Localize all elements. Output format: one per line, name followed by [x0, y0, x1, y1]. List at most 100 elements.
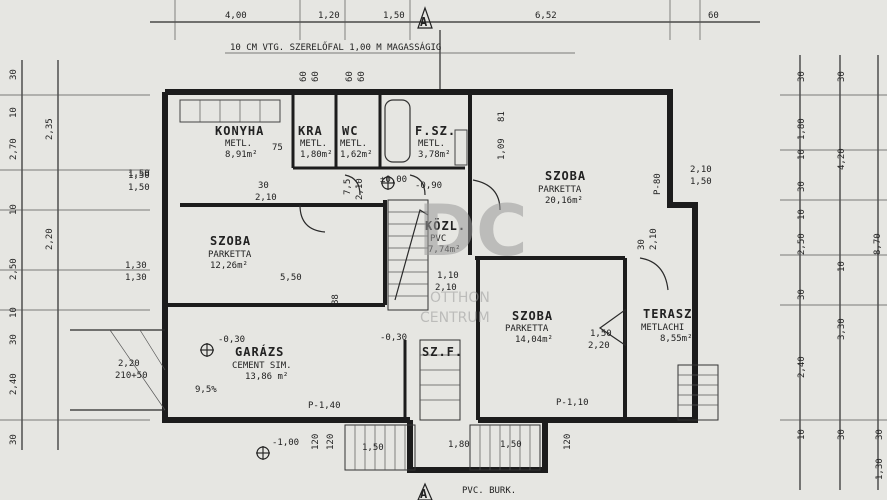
- svg-text:30: 30: [797, 71, 807, 82]
- svg-text:30: 30: [875, 429, 885, 440]
- svg-text:METL.: METL.: [225, 139, 252, 149]
- svg-text:30: 30: [258, 181, 269, 191]
- room-name-room-2: SZOBA: [210, 234, 251, 248]
- svg-text:-0,30: -0,30: [380, 333, 407, 343]
- svg-text:PARKETTA: PARKETTA: [538, 185, 582, 195]
- svg-text:A: A: [420, 15, 428, 29]
- svg-text:1,30: 1,30: [125, 261, 147, 271]
- svg-text:10: 10: [9, 204, 19, 215]
- door-swings: [299, 174, 669, 347]
- watermark-line-1: OTTHON: [430, 290, 490, 306]
- svg-text:PARKETTA: PARKETTA: [505, 324, 549, 334]
- svg-text:75: 75: [272, 143, 283, 153]
- top-dim-5: 60: [708, 11, 719, 21]
- room-name-room-3: SZOBA: [512, 309, 553, 323]
- top-dimension-chain: 4,00 1,20 1,50 6,52 60: [150, 0, 760, 40]
- svg-text:2,10: 2,10: [355, 178, 365, 200]
- svg-text:2,10: 2,10: [435, 283, 457, 293]
- svg-text:7,74m²: 7,74m²: [428, 245, 461, 255]
- svg-text:10: 10: [9, 307, 19, 318]
- svg-text:4,20: 4,20: [837, 148, 847, 170]
- room-name-room-1: SZOBA: [545, 169, 586, 183]
- room-name-storage: SZ.F.: [422, 345, 463, 359]
- svg-text:A: A: [420, 487, 428, 500]
- svg-text:10: 10: [837, 261, 847, 272]
- svg-text:30: 30: [797, 289, 807, 300]
- svg-text:2,20: 2,20: [118, 359, 140, 369]
- bottom-annotations: PVC. BURK. A: [417, 482, 516, 500]
- svg-text:8,55m²: 8,55m²: [660, 334, 693, 344]
- svg-text:2,20: 2,20: [45, 228, 55, 250]
- bathtub-icon: [384, 99, 411, 163]
- svg-text:10: 10: [9, 107, 19, 118]
- svg-text:60: 60: [345, 71, 355, 82]
- top-dim-2: 1,20: [318, 11, 340, 21]
- top-dim-3: 1,50: [383, 11, 405, 21]
- bathroom-fixtures: [179, 99, 468, 166]
- svg-text:METL.: METL.: [340, 139, 367, 149]
- svg-text:3,78m²: 3,78m²: [418, 150, 451, 160]
- room-name-wc: WC: [342, 124, 358, 138]
- svg-text:120: 120: [311, 434, 321, 450]
- svg-text:88: 88: [331, 294, 341, 305]
- room-name-garage: GARÁZS: [235, 344, 284, 359]
- svg-text:P-1,10: P-1,10: [556, 398, 589, 408]
- svg-text:10: 10: [797, 209, 807, 220]
- left-dimension-chain: 30 10 2,35 2,70 1,50 2,20 10 2,50 1,30 1…: [0, 60, 150, 450]
- svg-text:210+50: 210+50: [115, 371, 148, 381]
- watermark-line-2: CENTRUM: [420, 310, 490, 326]
- svg-text:1,50: 1,50: [690, 177, 712, 187]
- room-name-hallway: KÖZL.: [425, 218, 466, 233]
- top-dim-4: 6,52: [535, 11, 557, 21]
- svg-text:±0,00: ±0,00: [380, 175, 407, 185]
- svg-text:P-80: P-80: [653, 173, 663, 195]
- svg-text:1,80: 1,80: [797, 118, 807, 140]
- svg-text:8,70: 8,70: [873, 233, 883, 255]
- svg-text:2,50: 2,50: [797, 233, 807, 255]
- svg-text:81: 81: [497, 111, 507, 122]
- garage-ramp: [70, 329, 166, 411]
- right-dimension-chain: 30 30 1,80 4,20 10 30 10 8,70 2,50 10 30…: [780, 55, 887, 490]
- svg-text:2,35: 2,35: [45, 118, 55, 140]
- svg-text:30: 30: [837, 429, 847, 440]
- svg-text:12,26m²: 12,26m²: [210, 261, 248, 271]
- svg-text:120: 120: [563, 434, 573, 450]
- svg-text:1,50: 1,50: [128, 169, 150, 179]
- svg-text:2,10: 2,10: [649, 228, 659, 250]
- svg-text:2,10: 2,10: [255, 193, 277, 203]
- room-name-bathroom: F.SZ.: [415, 124, 456, 138]
- section-marker-top: A: [417, 6, 441, 90]
- room-name-kitchen: KONYHA: [215, 124, 264, 138]
- svg-text:14,04m²: 14,04m²: [515, 335, 553, 345]
- svg-text:1,09: 1,09: [497, 138, 507, 160]
- svg-text:1,62m²: 1,62m²: [340, 150, 373, 160]
- svg-text:7,5: 7,5: [343, 179, 353, 195]
- bottom-note: PVC. BURK.: [462, 486, 516, 496]
- svg-text:METL.: METL.: [300, 139, 327, 149]
- svg-text:60: 60: [299, 71, 309, 82]
- svg-text:1,50: 1,50: [500, 440, 522, 450]
- svg-text:1,50: 1,50: [128, 183, 150, 193]
- svg-text:-0,90: -0,90: [415, 181, 442, 191]
- svg-text:1,50: 1,50: [590, 329, 612, 339]
- svg-text:1,80m²: 1,80m²: [300, 150, 333, 160]
- svg-text:10: 10: [797, 149, 807, 160]
- svg-text:2,50: 2,50: [9, 258, 19, 280]
- svg-text:60: 60: [311, 71, 321, 82]
- room-name-pantry: KRA: [298, 124, 323, 138]
- svg-text:9,5%: 9,5%: [195, 385, 217, 395]
- inner-dimensions: 75 1,50 30 2,10 5,50 1,30 1,50 7,5 2,10 …: [115, 71, 712, 453]
- staircase: [344, 199, 719, 471]
- svg-text:30: 30: [637, 239, 647, 250]
- svg-text:PARKETTA: PARKETTA: [208, 250, 252, 260]
- svg-text:120: 120: [326, 434, 336, 450]
- level-markers: [200, 176, 395, 460]
- svg-text:8,91m²: 8,91m²: [225, 150, 258, 160]
- svg-text:3,30: 3,30: [837, 318, 847, 340]
- svg-text:20,16m²: 20,16m²: [545, 196, 583, 206]
- svg-text:2,10: 2,10: [690, 165, 712, 175]
- room-labels: KONYHA METL. 8,91m² KRA METL. 1,80m² WC …: [208, 124, 693, 382]
- header-note: 10 CM VTG. SZERELŐFAL 1,00 M MAGASSÁGIG: [230, 41, 441, 53]
